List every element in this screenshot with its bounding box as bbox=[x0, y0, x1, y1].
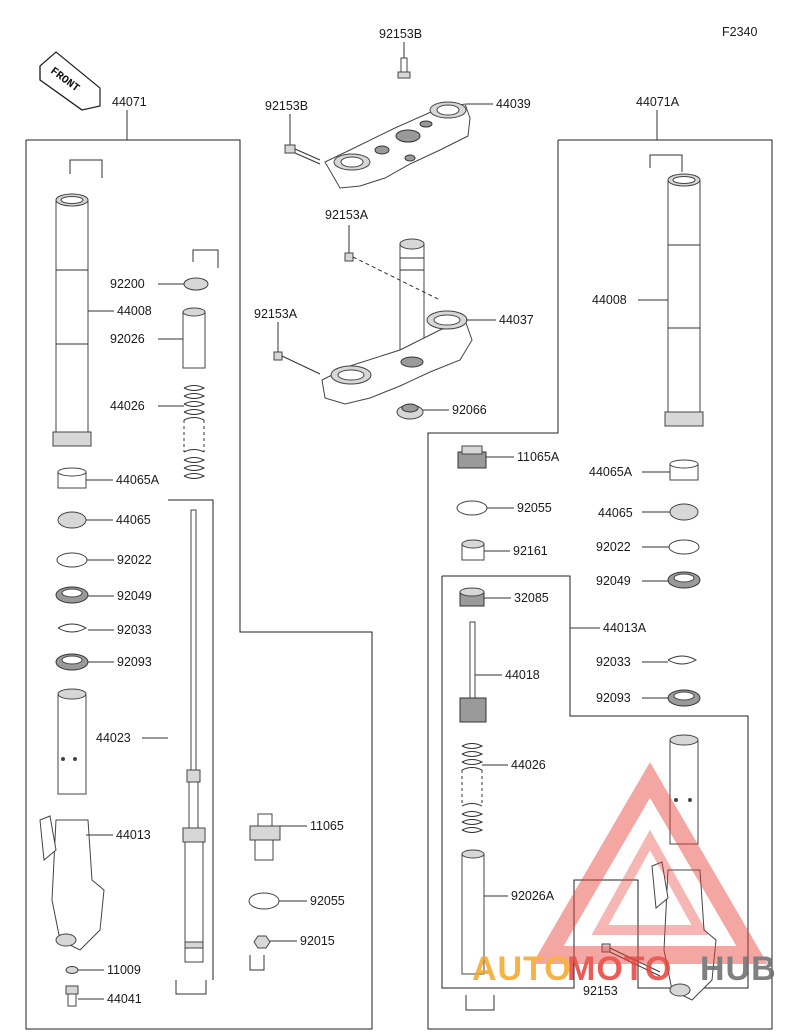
label-L-44065A: 44065A bbox=[116, 473, 160, 487]
label-L-44008: 44008 bbox=[117, 304, 152, 318]
label-R-44065A: 44065A bbox=[589, 465, 633, 479]
label-44039: 44039 bbox=[496, 97, 531, 111]
outer-tube-44008-left bbox=[52, 193, 92, 447]
bolt-92153B-left bbox=[284, 144, 321, 165]
label-R-92055: 92055 bbox=[517, 501, 552, 515]
bolt-92153A-top bbox=[344, 252, 441, 301]
collar-92161 bbox=[461, 539, 485, 561]
label-R-92161: 92161 bbox=[513, 544, 548, 558]
label-92153A-top: 92153A bbox=[325, 208, 369, 222]
label-L-92026: 92026 bbox=[110, 332, 145, 346]
inner-tube-44013A-right bbox=[651, 734, 717, 1001]
dust-seal-92093-right bbox=[667, 689, 701, 707]
label-R-92049: 92049 bbox=[596, 574, 631, 588]
label-L-92022: 92022 bbox=[117, 553, 152, 567]
damper-rod-44023 bbox=[182, 509, 206, 963]
label-44071: 44071 bbox=[112, 95, 147, 109]
label-L-92200: 92200 bbox=[110, 277, 145, 291]
label-R-44018: 44018 bbox=[505, 668, 540, 682]
label-92153B-top: 92153B bbox=[379, 27, 422, 41]
label-R-32085: 32085 bbox=[514, 591, 549, 605]
label-R-92033: 92033 bbox=[596, 655, 631, 669]
label-44037: 44037 bbox=[499, 313, 534, 327]
washer-92022-right bbox=[668, 539, 700, 555]
label-R-92026A: 92026A bbox=[511, 889, 555, 903]
ring-11009 bbox=[65, 966, 79, 974]
label-92153A-left: 92153A bbox=[254, 307, 298, 321]
rod-44018 bbox=[459, 621, 487, 723]
watermark-logo: AUTO MOTO HUB bbox=[472, 762, 777, 988]
label-L-92049: 92049 bbox=[117, 589, 152, 603]
watermark-part3: HUB bbox=[700, 950, 777, 988]
lower-triple-clamp-stem bbox=[321, 238, 473, 405]
label-92066: 92066 bbox=[452, 403, 487, 417]
cap-bolt-11065-left bbox=[249, 813, 281, 861]
clip-92033-left bbox=[57, 623, 88, 633]
cap-bolt-11065A bbox=[457, 445, 487, 469]
washer-92022-left bbox=[56, 552, 88, 568]
label-L-44041: 44041 bbox=[107, 992, 142, 1006]
label-R-92093: 92093 bbox=[596, 691, 631, 705]
label-L-92093: 92093 bbox=[117, 655, 152, 669]
clip-92033-right bbox=[667, 655, 698, 665]
label-44071A: 44071A bbox=[636, 95, 680, 109]
inner-tube-44013-left bbox=[39, 688, 105, 951]
label-R-92153: 92153 bbox=[583, 984, 618, 998]
label-92153B-left: 92153B bbox=[265, 99, 308, 113]
diagram-code: F2340 bbox=[722, 25, 757, 39]
label-R-11065A: 11065A bbox=[517, 450, 560, 464]
bolt-92153-right bbox=[601, 943, 661, 977]
spacer-92026A bbox=[461, 849, 485, 975]
label-L-44065: 44065 bbox=[116, 513, 151, 527]
label-R-44065: 44065 bbox=[598, 506, 633, 520]
oring-92055-left bbox=[248, 892, 280, 910]
right-fork-frame bbox=[427, 139, 773, 1030]
bolt-44041 bbox=[65, 985, 79, 1007]
spring-44026-right bbox=[461, 743, 484, 833]
ring-92200 bbox=[183, 277, 209, 291]
label-L-92033: 92033 bbox=[117, 623, 152, 637]
label-R-92022: 92022 bbox=[596, 540, 631, 554]
spacer-92026-left bbox=[182, 307, 206, 369]
label-L-92015: 92015 bbox=[300, 934, 335, 948]
watermark-part2: MOTO bbox=[567, 950, 672, 988]
left-fork-frame bbox=[25, 139, 373, 1030]
bushing-44065A-left bbox=[57, 467, 87, 489]
upper-triple-clamp bbox=[324, 101, 471, 189]
oring-92055-right bbox=[456, 500, 488, 516]
outer-tube-44008-right bbox=[664, 173, 704, 427]
oil-seal-92049-left bbox=[55, 586, 89, 604]
spring-44026-left bbox=[183, 385, 206, 479]
label-L-44013: 44013 bbox=[116, 828, 151, 842]
bushing-44065-right bbox=[669, 503, 699, 521]
watermark-part1: AUTO bbox=[472, 950, 572, 988]
oil-seal-92049-right bbox=[667, 571, 701, 589]
dust-seal-92093-left bbox=[55, 653, 89, 671]
cap-92066 bbox=[396, 403, 424, 420]
label-R-44013A: 44013A bbox=[603, 621, 647, 635]
label-R-44026: 44026 bbox=[511, 758, 546, 772]
bushing-44065-left bbox=[57, 511, 87, 529]
label-R-44008: 44008 bbox=[592, 293, 627, 307]
cap-32085 bbox=[459, 587, 485, 607]
label-L-11009: 11009 bbox=[107, 963, 141, 977]
bushing-44065A-right bbox=[669, 459, 699, 481]
nut-92015 bbox=[253, 935, 271, 949]
label-L-44023: 44023 bbox=[96, 731, 131, 745]
front-arrow-icon: FRONT bbox=[39, 51, 101, 111]
label-L-92055: 92055 bbox=[310, 894, 345, 908]
bolt-92153A-left bbox=[273, 351, 321, 375]
label-L-44026: 44026 bbox=[110, 399, 145, 413]
bolt-92153B-top bbox=[397, 57, 411, 79]
label-L-11065: 11065 bbox=[310, 819, 344, 833]
